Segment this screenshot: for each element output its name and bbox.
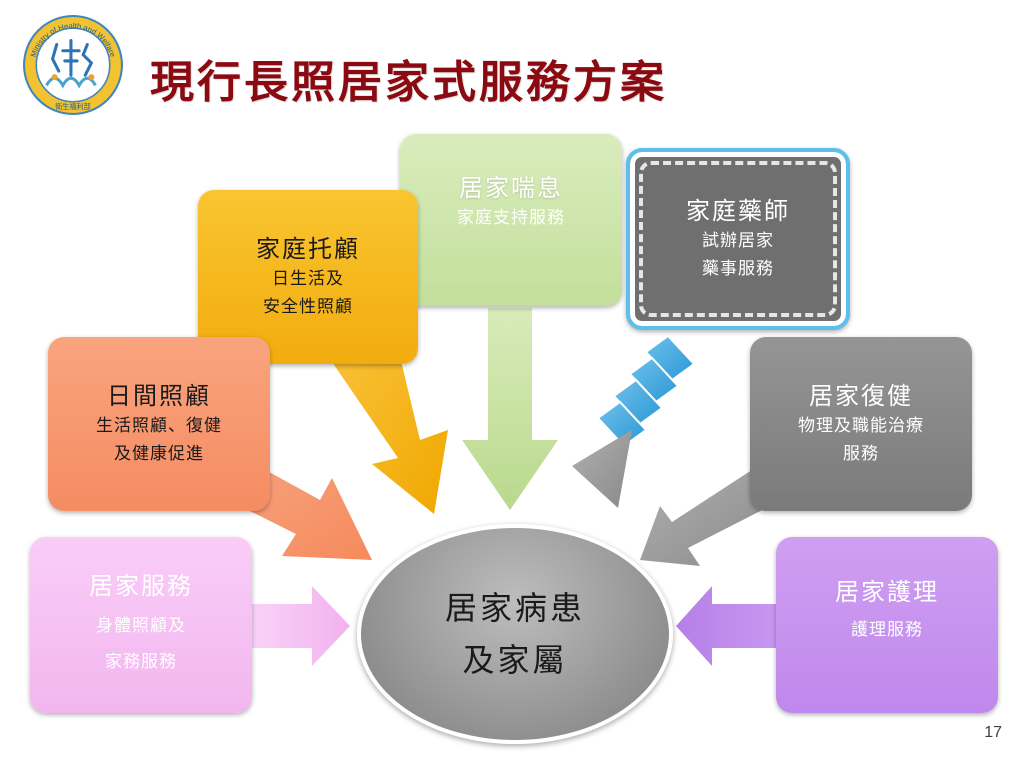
- box-nursing: 居家護理 護理服務: [776, 537, 998, 713]
- box-daycare-line2: 及健康促進: [114, 444, 204, 464]
- box-respite-title: 居家喘息: [459, 174, 563, 202]
- logo-emblem: [45, 38, 97, 89]
- center-line2: 及家屬: [462, 641, 568, 679]
- center-line1: 居家病患: [444, 589, 585, 627]
- center-patient-family: 居家病患 及家屬: [357, 524, 673, 744]
- slide-title: 現行長照居家式服務方案: [150, 57, 667, 108]
- box-pharmacist-line1: 試辦居家: [702, 231, 774, 251]
- ministry-logo: Ministry of Health and Welfare 衛生福利部: [23, 15, 123, 115]
- page-number: 17: [984, 724, 1002, 741]
- arrow-homeservice: [250, 586, 350, 666]
- box-pharmacist-title: 家庭藥師: [686, 197, 790, 225]
- box-respite-line1: 家庭支持服務: [457, 208, 565, 228]
- box-homeservice-title: 居家服務: [89, 572, 193, 600]
- box-nursing-line1: 護理服務: [851, 620, 923, 640]
- box-foster-line2: 安全性照顧: [263, 297, 353, 317]
- box-rehab-line1: 物理及職能治療: [798, 416, 924, 436]
- box-nursing-title: 居家護理: [835, 578, 939, 606]
- box-pharmacist: 家庭藥師 試辦居家 藥事服務: [626, 148, 850, 330]
- box-rehab-title: 居家復健: [809, 382, 913, 410]
- box-homeservice-line2: 家務服務: [105, 652, 177, 672]
- box-homeservice: 居家服務 身體照顧及 家務服務: [30, 537, 252, 713]
- box-pharmacist-line2: 藥事服務: [702, 259, 774, 279]
- arrow-rehab: [640, 466, 778, 566]
- box-foster-title: 家庭托顧: [256, 235, 360, 263]
- box-daycare-line1: 生活照顧、復健: [96, 416, 222, 436]
- box-rehab-line2: 服務: [843, 444, 879, 464]
- box-daycare-title: 日間照顧: [107, 382, 211, 410]
- box-daycare: 日間照顧 生活照顧、復健 及健康促進: [48, 337, 270, 511]
- arrow-pharmacist: [596, 334, 696, 448]
- box-foster: 家庭托顧 日生活及 安全性照顧: [198, 190, 418, 364]
- logo-bottom-text: 衛生福利部: [55, 102, 91, 111]
- box-homeservice-line1: 身體照顧及: [96, 616, 186, 636]
- arrow-nursing: [676, 586, 780, 666]
- box-rehab: 居家復健 物理及職能治療 服務: [750, 337, 972, 511]
- arrow-daycare: [240, 468, 372, 560]
- box-respite: 居家喘息 家庭支持服務: [400, 134, 622, 306]
- box-foster-line1: 日生活及: [272, 269, 344, 289]
- arrow-pharmacist-head: [572, 430, 632, 508]
- arrow-foster: [332, 340, 448, 514]
- arrow-respite: [462, 308, 558, 510]
